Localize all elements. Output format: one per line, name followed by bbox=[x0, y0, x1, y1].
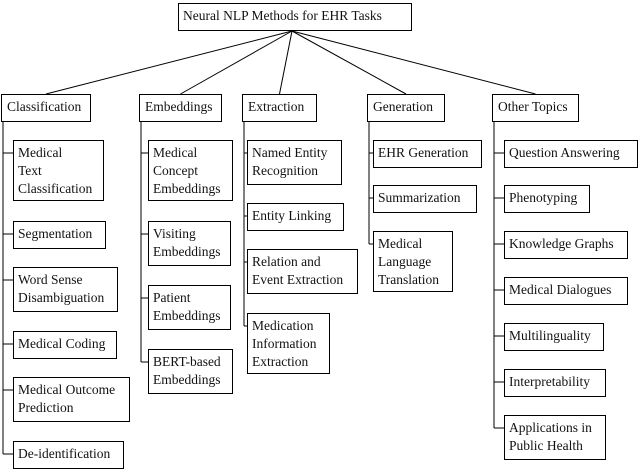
category-embeddings: Embeddings bbox=[139, 94, 222, 122]
item-entity-linking: Entity Linking bbox=[247, 203, 344, 231]
category-classification: Classification bbox=[1, 94, 91, 122]
item-summarization: Summarization bbox=[373, 185, 477, 213]
root-connector-line bbox=[291, 30, 407, 95]
item-phenotyping: Phenotyping bbox=[504, 185, 590, 213]
category-other-topics: Other Topics bbox=[492, 94, 579, 122]
category-extraction: Extraction bbox=[242, 94, 317, 122]
item-applications-in-public-health: Applications in Public Health bbox=[504, 415, 606, 460]
item-ehr-generation: EHR Generation bbox=[373, 140, 482, 168]
item-patient-embeddings: Patient Embeddings bbox=[148, 285, 231, 330]
item-interpretability: Interpretability bbox=[504, 369, 606, 397]
item-medical-coding: Medical Coding bbox=[13, 331, 117, 359]
root-connector-line bbox=[45, 30, 293, 95]
item-medical-dialogues: Medical Dialogues bbox=[504, 277, 628, 305]
item-multilinguality: Multilinguality bbox=[504, 323, 604, 351]
item-word-sense-disambiguation: Word Sense Disambiguation bbox=[13, 267, 118, 312]
item-medical-text-classification: Medical Text Classification bbox=[13, 140, 104, 201]
item-medical-concept-embeddings: Medical Concept Embeddings bbox=[148, 140, 233, 201]
root-connector-line bbox=[291, 30, 536, 95]
item-segmentation: Segmentation bbox=[13, 221, 106, 249]
item-medical-outcome-prediction: Medical Outcome Prediction bbox=[13, 377, 130, 422]
item-question-answering: Question Answering bbox=[504, 140, 638, 168]
root-connector-line bbox=[279, 30, 293, 95]
item-knowledge-graphs: Knowledge Graphs bbox=[504, 231, 628, 259]
item-relation-and-event-extraction: Relation and Event Extraction bbox=[247, 249, 358, 294]
item-bert-based-embeddings: BERT-based Embeddings bbox=[148, 349, 233, 394]
root-connector-line bbox=[180, 30, 293, 95]
item-medication-information-extraction: Medication Information Extraction bbox=[247, 313, 330, 374]
item-medical-language-translation: Medical Language Translation bbox=[373, 231, 453, 292]
category-generation: Generation bbox=[367, 94, 445, 122]
item-visiting-embeddings: Visiting Embeddings bbox=[148, 221, 231, 266]
root-node: Neural NLP Methods for EHR Tasks bbox=[178, 3, 412, 31]
item-de-identification: De-identification bbox=[13, 441, 124, 469]
item-named-entity-recognition: Named Entity Recognition bbox=[247, 140, 342, 185]
